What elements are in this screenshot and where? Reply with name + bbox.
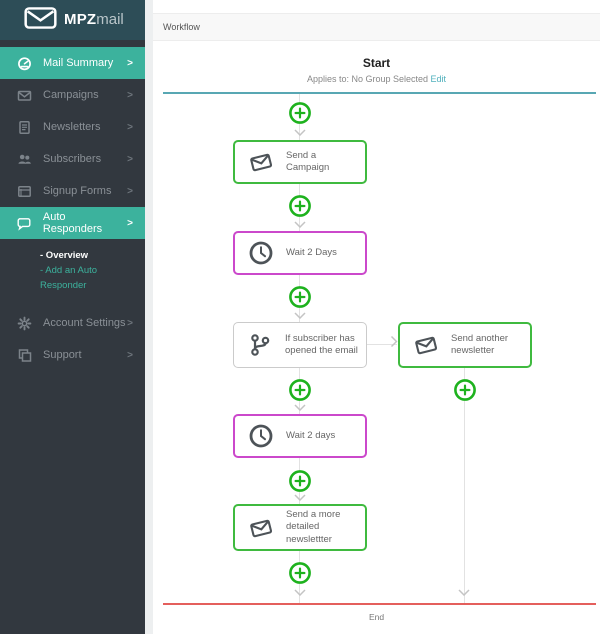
node-send-detailed-newsletter[interactable]: Send a more detailed newslettter bbox=[233, 504, 367, 551]
node-label: Send a more detailed newslettter bbox=[286, 508, 341, 545]
auto-responders-submenu: - Overview - Add an Auto Responder bbox=[0, 239, 145, 307]
sidebar-item-label: Auto Responders bbox=[42, 211, 103, 235]
start-line bbox=[163, 92, 596, 94]
add-step-button[interactable] bbox=[453, 378, 477, 402]
add-step-button[interactable] bbox=[288, 194, 312, 218]
brand-name-light: mail bbox=[96, 11, 124, 28]
sidebar-item-mail-summary[interactable]: Mail Summary > bbox=[0, 47, 145, 79]
users-icon bbox=[16, 151, 32, 167]
sidebar-item-account-settings[interactable]: Account Settings > bbox=[0, 307, 145, 339]
add-step-button[interactable] bbox=[288, 378, 312, 402]
arrow-down-icon bbox=[294, 494, 306, 501]
envelope-logo-icon bbox=[24, 6, 57, 34]
add-step-button[interactable] bbox=[288, 285, 312, 309]
sidebar-item-label: Support bbox=[43, 349, 82, 361]
sidebar: MPZmail Mail Summary > Campaigns > bbox=[0, 0, 145, 634]
connector-line-branch-horizontal bbox=[367, 344, 397, 345]
chevron-right-icon: > bbox=[127, 217, 133, 229]
node-wait-2-days[interactable]: Wait 2 Days bbox=[233, 231, 367, 275]
app-logo[interactable]: MPZmail bbox=[0, 0, 145, 40]
arrow-down-icon bbox=[294, 312, 306, 319]
sidebar-item-label: Subscribers bbox=[43, 153, 102, 165]
chevron-right-icon: > bbox=[127, 153, 133, 165]
chevron-right-icon: > bbox=[127, 185, 133, 197]
connector-line-right-branch bbox=[464, 368, 465, 603]
sidebar-nav: Mail Summary > Campaigns > Newsletters > bbox=[0, 47, 145, 371]
arrow-down-icon bbox=[294, 221, 306, 228]
end-line bbox=[163, 603, 596, 605]
form-icon bbox=[16, 183, 32, 199]
node-if-subscriber-opened[interactable]: If subscriber has opened the email bbox=[233, 322, 367, 368]
clock-icon bbox=[248, 423, 274, 449]
branch-icon bbox=[247, 332, 273, 358]
end-label: End bbox=[368, 612, 385, 622]
arrow-down-icon bbox=[294, 404, 306, 411]
chat-bubble-icon bbox=[16, 215, 32, 231]
start-node-subtitle: Applies to: No Group Selected Edit bbox=[153, 74, 600, 84]
sidebar-item-label: Campaigns bbox=[43, 89, 99, 101]
chevron-right-icon: > bbox=[127, 89, 133, 101]
sidebar-item-campaigns[interactable]: Campaigns > bbox=[0, 79, 145, 111]
sidebar-item-label: Newsletters bbox=[43, 121, 101, 133]
add-step-button[interactable] bbox=[288, 101, 312, 125]
brand-name-bold: MPZ bbox=[64, 11, 97, 28]
sidebar-item-support[interactable]: Support > bbox=[0, 339, 145, 371]
node-send-another-newsletter[interactable]: Send another newsletter bbox=[398, 322, 532, 368]
envelope-icon bbox=[16, 87, 32, 103]
node-label: Wait 2 days bbox=[286, 429, 336, 441]
submenu-item-add-auto-responder[interactable]: - Add an Auto Responder bbox=[40, 265, 98, 291]
chevron-right-icon: > bbox=[127, 317, 133, 329]
add-step-button[interactable] bbox=[288, 469, 312, 493]
sidebar-content-gap bbox=[145, 0, 153, 634]
chevron-right-icon: > bbox=[127, 57, 133, 69]
workflow-header-bar: Workflow bbox=[153, 13, 600, 41]
node-label: Send a Campaign bbox=[286, 149, 330, 173]
node-label: If subscriber has opened the email bbox=[285, 332, 358, 356]
sidebar-item-label: Signup Forms bbox=[43, 185, 112, 197]
copy-icon bbox=[16, 347, 32, 363]
sidebar-item-auto-responders[interactable]: Auto Responders > bbox=[0, 207, 145, 239]
sidebar-item-label: Mail Summary bbox=[43, 57, 114, 69]
sidebar-item-newsletters[interactable]: Newsletters > bbox=[0, 111, 145, 143]
newsletter-icon bbox=[16, 119, 32, 135]
gauge-icon bbox=[16, 55, 32, 71]
sidebar-item-subscribers[interactable]: Subscribers > bbox=[0, 143, 145, 175]
applies-to-text: Applies to: No Group Selected bbox=[306, 74, 429, 84]
submenu-item-overview[interactable]: - Overview bbox=[40, 250, 89, 261]
node-send-campaign[interactable]: Send a Campaign bbox=[233, 140, 367, 184]
arrow-right-icon bbox=[390, 335, 398, 348]
sidebar-item-signup-forms[interactable]: Signup Forms > bbox=[0, 175, 145, 207]
envelope-icon bbox=[248, 515, 274, 541]
arrow-down-icon bbox=[458, 589, 470, 596]
workflow-canvas: Workflow Start Applies to: No Group Sele… bbox=[153, 0, 600, 634]
envelope-icon bbox=[413, 332, 439, 358]
arrow-down-icon bbox=[294, 589, 306, 596]
chevron-right-icon: > bbox=[127, 121, 133, 133]
node-wait-2-days-second[interactable]: Wait 2 days bbox=[233, 414, 367, 458]
node-label: Wait 2 Days bbox=[286, 246, 337, 258]
start-node-title: Start bbox=[362, 56, 391, 70]
chevron-right-icon: > bbox=[127, 349, 133, 361]
workflow-header-title: Workflow bbox=[163, 22, 200, 32]
add-step-button[interactable] bbox=[288, 561, 312, 585]
envelope-icon bbox=[248, 149, 274, 175]
clock-icon bbox=[248, 240, 274, 266]
gear-icon bbox=[16, 315, 32, 331]
arrow-down-icon bbox=[294, 129, 306, 136]
node-label: Send another newsletter bbox=[451, 332, 509, 356]
edit-group-link[interactable]: Edit bbox=[430, 74, 447, 84]
sidebar-item-label: Account Settings bbox=[43, 317, 126, 329]
